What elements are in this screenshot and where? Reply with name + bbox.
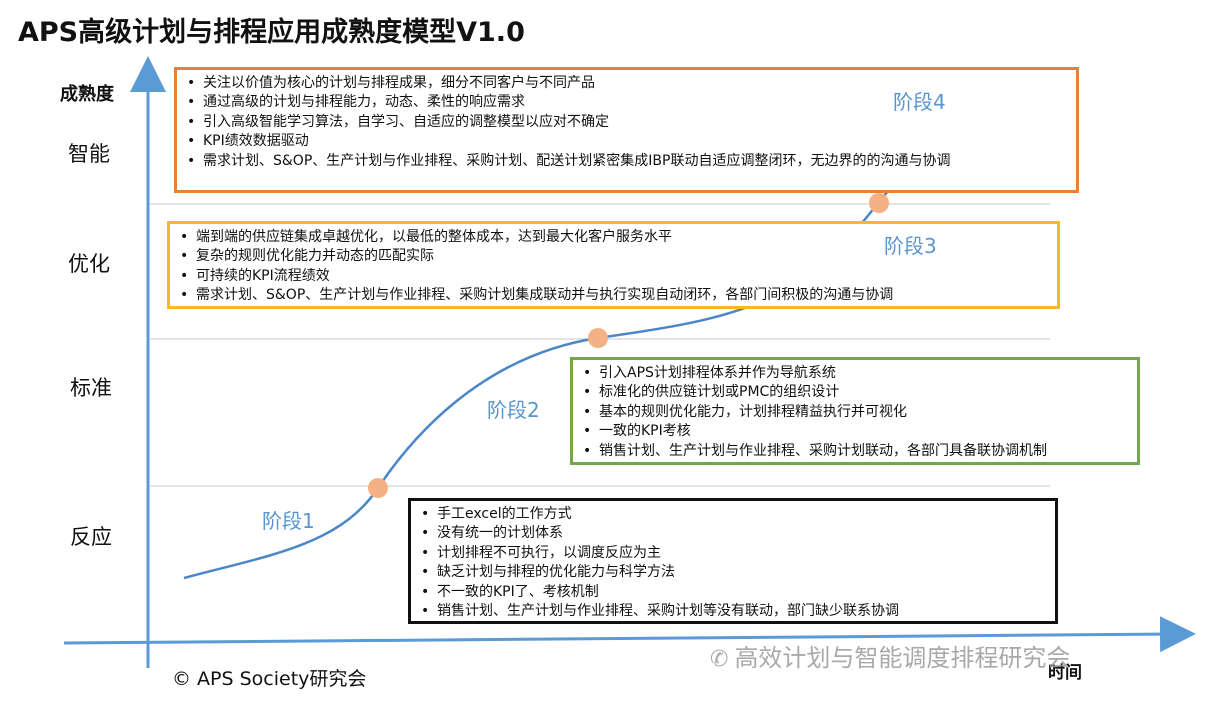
stage-2-item: 销售计划、生产计划与作业排程、采购计划联动，各部门具备联协调机制	[581, 442, 1129, 462]
stage-1-item: 手工excel的工作方式	[419, 505, 1047, 525]
milestone-dot-3	[869, 193, 889, 213]
level-label-standard: 标准	[70, 376, 112, 400]
watermark: ✆高效计划与智能调度排程研究会	[710, 638, 1070, 673]
stage-2-label: 阶段2	[487, 398, 540, 422]
stage-1-item: 没有统一的计划体系	[419, 524, 1047, 544]
stage-2-item: 基本的规则优化能力，计划排程精益执行并可视化	[581, 403, 1129, 423]
stage-3-item: 需求计划、S&OP、生产计划与作业排程、采购计划集成联动并与执行实现自动闭环，各…	[178, 286, 1049, 306]
stage-3-description-box: 端到端的供应链集成卓越优化，以最低的整体成本，达到最大化客户服务水平 复杂的规则…	[167, 221, 1060, 309]
stage-2-item: 标准化的供应链计划或PMC的组织设计	[581, 383, 1129, 403]
watermark-text: 高效计划与智能调度排程研究会	[734, 644, 1071, 672]
diagram-title: APS高级计划与排程应用成熟度模型V1.0	[18, 17, 525, 48]
milestone-dot-2	[588, 328, 608, 348]
level-label-reactive: 反应	[70, 525, 112, 549]
milestone-dot-1	[368, 478, 388, 498]
copyright-notice: © APS Society研究会	[172, 668, 367, 690]
stage-1-item: 不一致的KPI了、考核机制	[419, 583, 1047, 603]
stage-1-description-box: 手工excel的工作方式 没有统一的计划体系 计划排程不可执行，以调度反应为主 …	[408, 498, 1058, 624]
stage-3-item: 复杂的规则优化能力并动态的匹配实际	[178, 247, 1049, 267]
y-axis-label: 成熟度	[60, 84, 114, 105]
stage-2-item: 引入APS计划排程体系并作为导航系统	[581, 364, 1129, 384]
stage-1-item: 销售计划、生产计划与作业排程、采购计划等没有联动，部门缺少联系协调	[419, 602, 1047, 622]
x-axis	[63, 616, 1196, 653]
x-axis-label: 时间	[1048, 663, 1082, 683]
stage-1-item: 计划排程不可执行，以调度反应为主	[419, 544, 1047, 564]
stage-4-item: 通过高级的计划与排程能力，动态、柔性的响应需求	[185, 93, 1068, 113]
stage-2-item: 一致的KPI考核	[581, 422, 1129, 442]
level-label-optimized: 优化	[68, 252, 110, 276]
stage-4-item: KPI绩效数据驱动	[185, 132, 1068, 152]
stage-3-item: 端到端的供应链集成卓越优化，以最低的整体成本，达到最大化客户服务水平	[178, 228, 1049, 248]
stage-4-item: 需求计划、S&OP、生产计划与作业排程、采购计划、配送计划紧密集成IBP联动自适…	[185, 152, 1068, 172]
stage-4-label: 阶段4	[893, 90, 946, 114]
stage-1-item: 缺乏计划与排程的优化能力与科学方法	[419, 563, 1047, 583]
stage-4-item: 关注以价值为核心的计划与排程成果，细分不同客户与不同产品	[185, 74, 1068, 94]
level-label-intelligent: 智能	[68, 142, 110, 166]
wechat-icon: ✆	[710, 647, 729, 672]
stage-3-item: 可持续的KPI流程绩效	[178, 267, 1049, 287]
stage-3-label: 阶段3	[884, 234, 937, 258]
stage-4-description-box: 关注以价值为核心的计划与排程成果，细分不同客户与不同产品 通过高级的计划与排程能…	[174, 67, 1079, 193]
stage-4-item: 引入高级智能学习算法，自学习、自适应的调整模型以应对不确定	[185, 113, 1068, 133]
stage-2-description-box: 引入APS计划排程体系并作为导航系统 标准化的供应链计划或PMC的组织设计 基本…	[570, 357, 1140, 465]
stage-1-label: 阶段1	[262, 509, 315, 533]
